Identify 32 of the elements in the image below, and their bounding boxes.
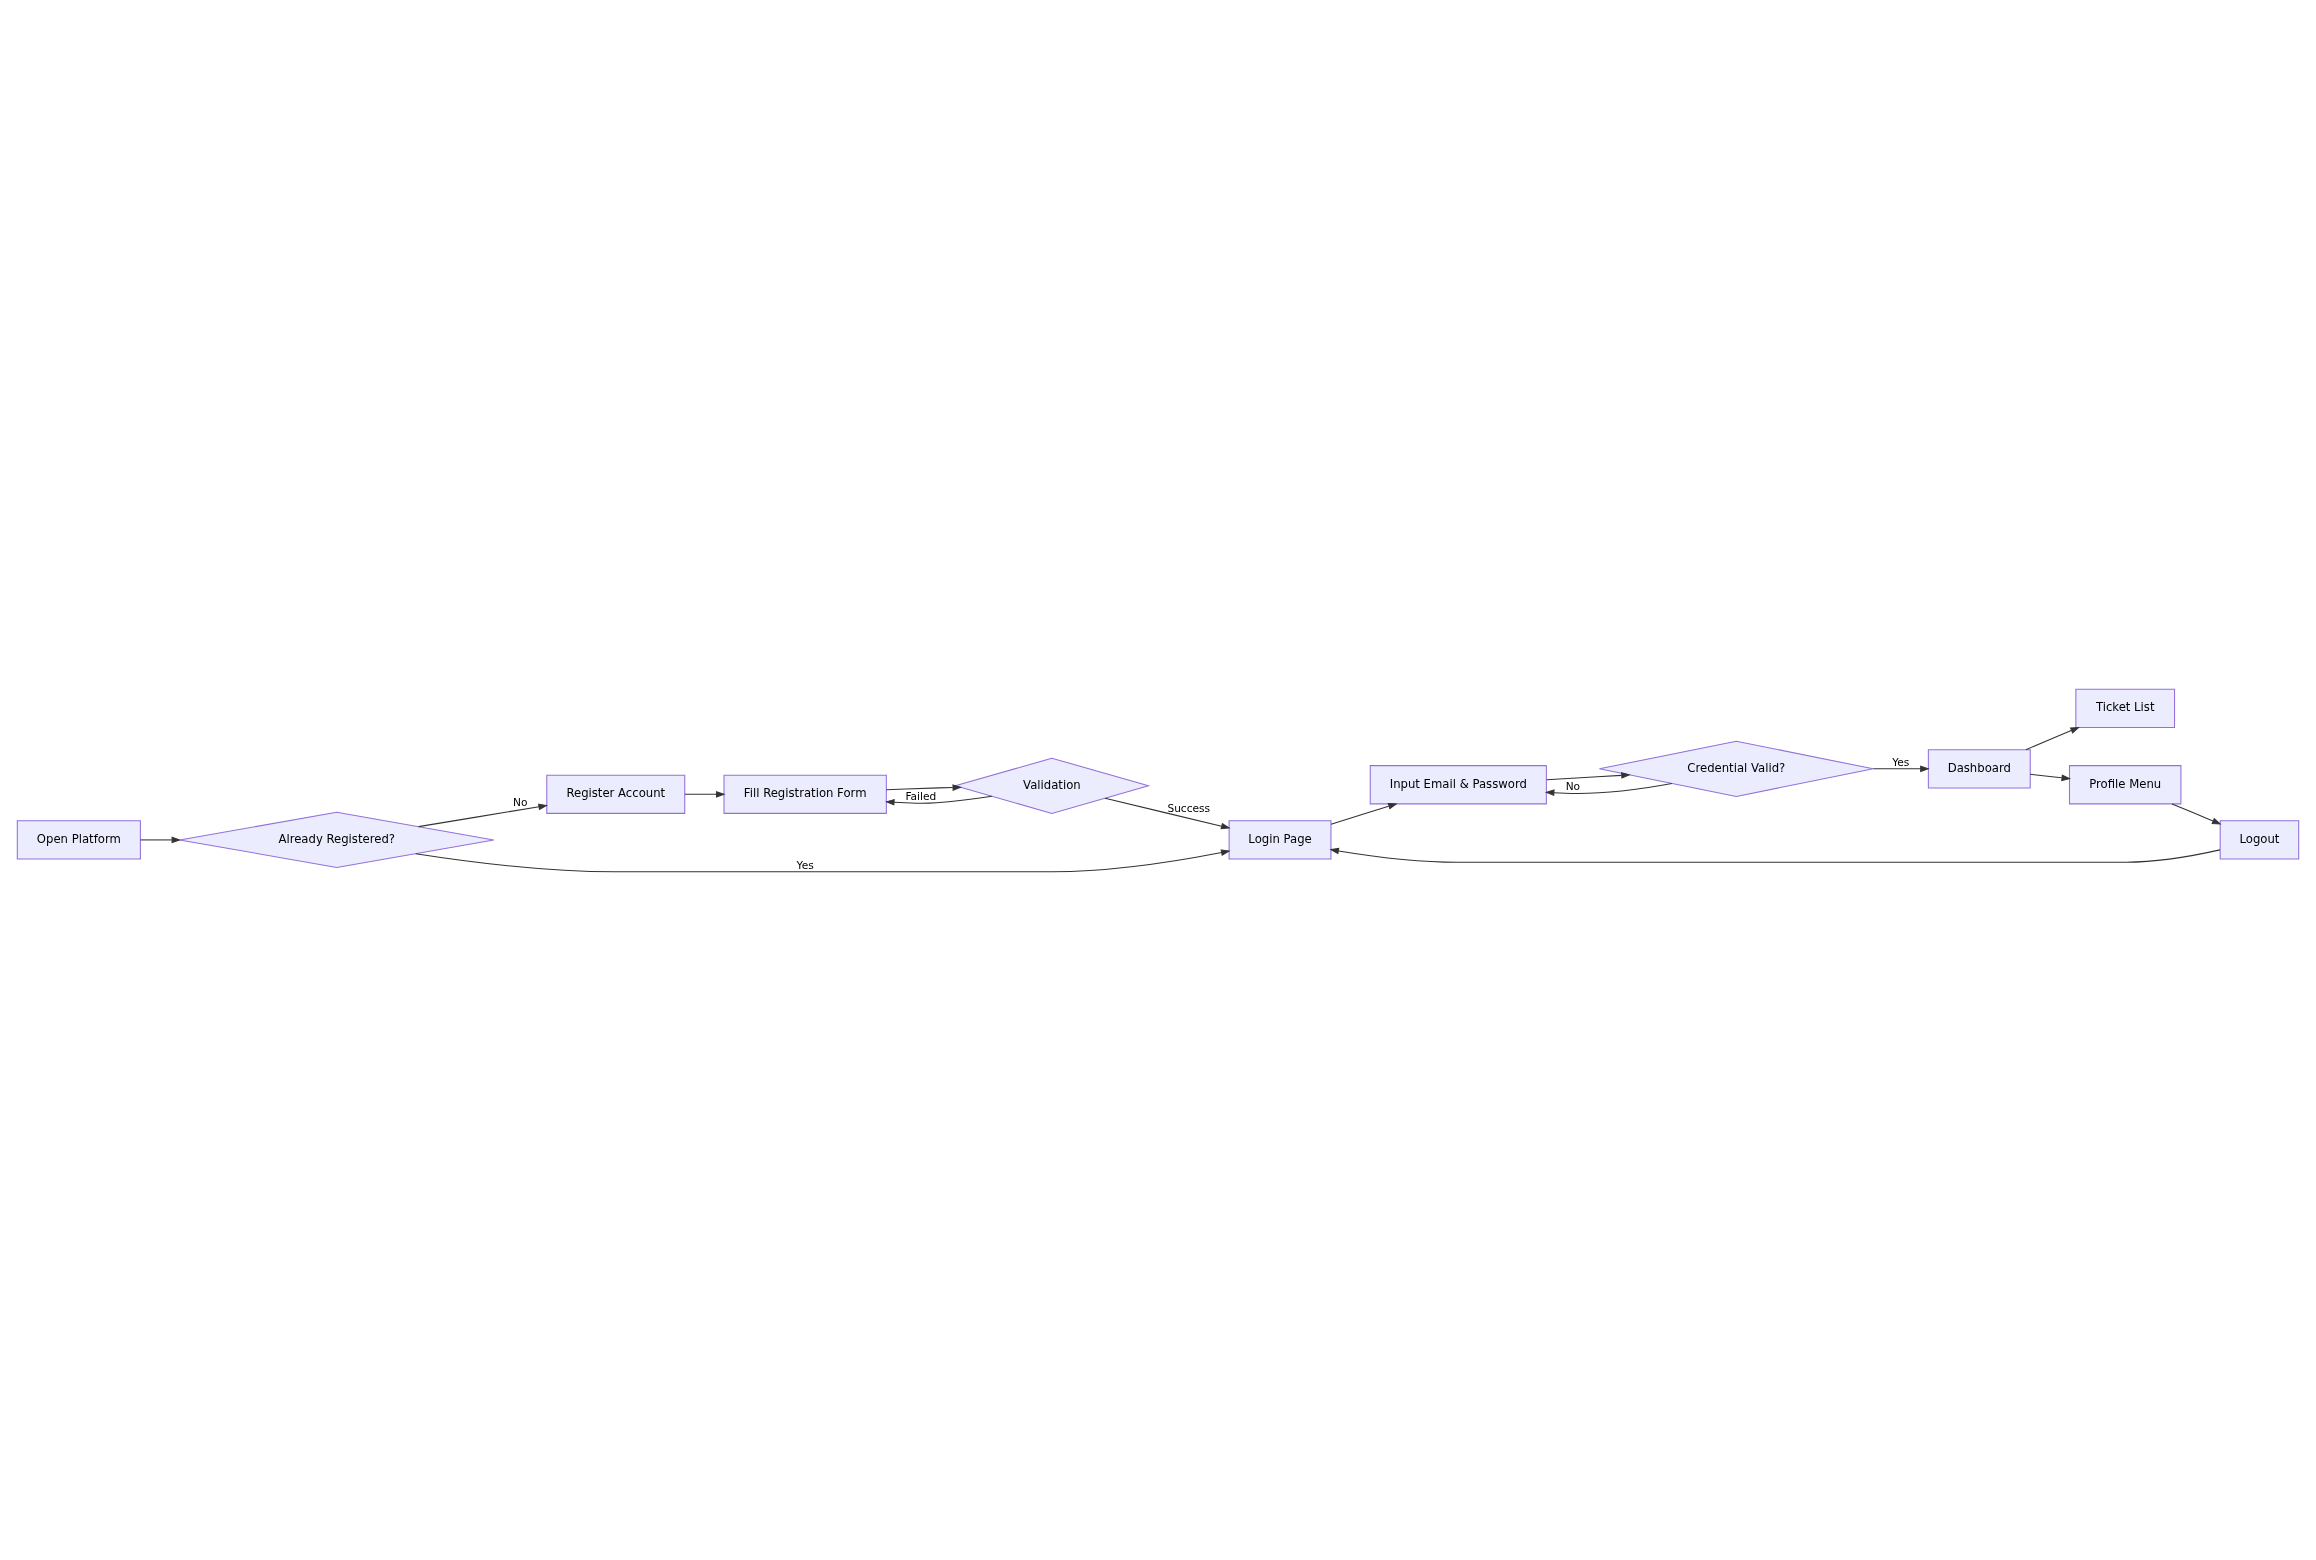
arrow (418, 803, 548, 827)
arrow (684, 790, 726, 798)
arrow (1104, 797, 1231, 829)
arrow (1872, 765, 1930, 772)
edge-label: Failed (905, 789, 937, 803)
arrow (2029, 773, 2072, 781)
node-box: Profile Menu (2068, 764, 2182, 804)
arrow (885, 795, 993, 806)
node-box: Fill Registration Form (723, 774, 887, 814)
arrow (1329, 847, 2221, 863)
node-box: Open Platform (16, 819, 141, 860)
node-diamond: Already Registered? (179, 811, 495, 868)
node-box: Login Page (1228, 819, 1332, 860)
arrow (2171, 802, 2222, 825)
arrow (1546, 771, 1631, 780)
node-box: Logout (2219, 819, 2300, 860)
arrow (885, 783, 963, 791)
node-box: Ticket List (2075, 688, 2176, 728)
node-box: Dashboard (1927, 748, 2031, 788)
edge-label: Success (1167, 801, 1211, 815)
node-box: Register Account (546, 774, 686, 814)
arrow (415, 848, 1231, 872)
node-box: Input Email & Password (1369, 764, 1547, 804)
arrow (2025, 726, 2080, 750)
arrow (140, 836, 182, 843)
edge-label: No (1565, 779, 1581, 793)
arrow (1544, 782, 1673, 796)
edge-label: Yes (1892, 755, 1910, 769)
node-diamond: Credential Valid? (1598, 740, 1874, 797)
arrow (1330, 802, 1398, 825)
edge-label: No (513, 795, 528, 809)
edge-label: Yes (796, 858, 814, 872)
